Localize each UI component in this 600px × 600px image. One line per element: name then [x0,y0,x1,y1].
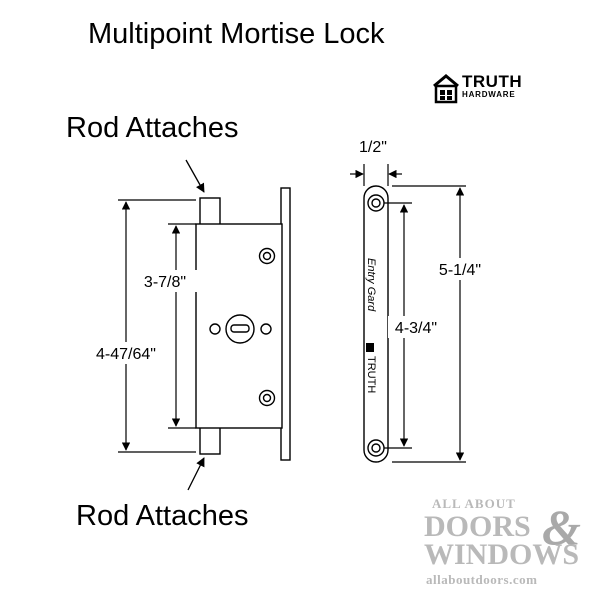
faceplate-brand-text: TRUTH [365,356,377,393]
rod-bottom-pointer [187,457,205,491]
faceplate-logo-icon [366,343,374,352]
dim-hole-spacing [168,223,196,429]
faceplate-model-text: Entry Gard [365,258,377,312]
watermark-line2: DOORS [424,510,531,543]
dim-plate-length [392,185,466,463]
watermark-line3: WINDOWS [424,538,580,571]
lock-body [195,187,291,461]
watermark-amp: & [542,499,581,555]
diagram-title: Multipoint Mortise Lock [88,18,385,50]
dim-plate-length-label: 5-1/4" [439,262,481,279]
dim-lock-height [118,199,196,453]
dim-plate-width [350,164,402,186]
watermark-line1: ALL ABOUT [432,496,516,511]
faceplate [363,185,389,463]
dim-plate-width-label: 1/2" [359,139,387,156]
rod-top-pointer [185,159,205,193]
logo-sub-text: HARDWARE [462,90,516,99]
watermark-url: allaboutdoors.com [426,572,538,587]
dim-hole-spacing-label: 3-7/8" [144,274,186,291]
dim-plate-hole-spacing-label: 4-3/4" [395,320,437,337]
dim-lock-height-label: 4-47/64" [96,346,156,363]
rod-attaches-top-label: Rod Attaches [66,112,239,144]
logo-brand-text: TRUTH [462,72,523,91]
house-window-icon [433,74,459,104]
rod-attaches-bottom-label: Rod Attaches [76,500,249,532]
